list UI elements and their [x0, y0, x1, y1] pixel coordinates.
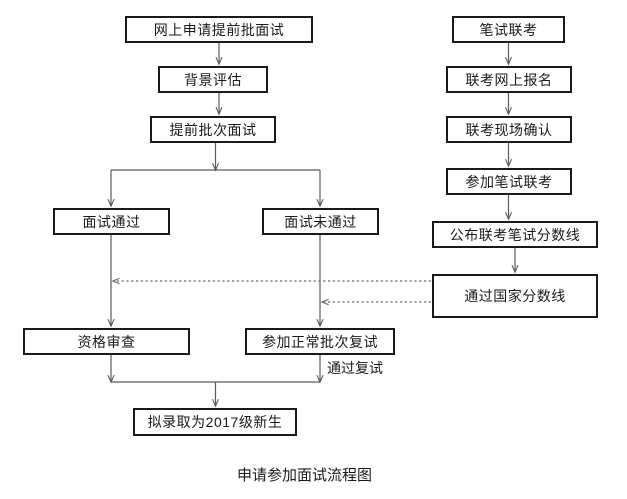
node-label: 面试未通过	[284, 213, 357, 230]
node-publish-score-line[interactable]: 公布联考笔试分数线	[432, 221, 598, 248]
node-early-batch-interview[interactable]: 提前批次面试	[150, 116, 276, 143]
diagram-caption: 申请参加面试流程图	[237, 467, 373, 484]
node-online-application[interactable]: 网上申请提前批面试	[125, 16, 313, 43]
node-label: 参加正常批次复试	[262, 333, 378, 350]
node-interview-passed[interactable]: 面试通过	[53, 208, 170, 235]
node-written-joint-exam[interactable]: 笔试联考	[452, 16, 565, 43]
node-label: 联考网上报名	[465, 71, 553, 88]
node-take-written-joint-exam[interactable]: 参加笔试联考	[446, 168, 572, 195]
node-label: 网上申请提前批面试	[153, 21, 285, 38]
node-joint-exam-onsite-confirmation[interactable]: 联考现场确认	[446, 116, 572, 143]
node-normal-batch-retest[interactable]: 参加正常批次复试	[245, 328, 395, 355]
node-background-assessment[interactable]: 背景评估	[158, 66, 268, 93]
edge-label-pass-retest: 通过复试	[327, 360, 383, 376]
node-joint-exam-online-registration[interactable]: 联考网上报名	[446, 66, 572, 93]
node-interview-failed[interactable]: 面试未通过	[262, 208, 379, 235]
node-label: 笔试联考	[479, 21, 538, 38]
node-label: 拟录取为2017级新生	[147, 414, 283, 430]
node-label: 资格审查	[77, 333, 136, 350]
node-label: 参加笔试联考	[465, 173, 553, 190]
node-admitted-2017-freshman[interactable]: 拟录取为2017级新生	[133, 408, 297, 436]
node-label: 公布联考笔试分数线	[449, 226, 581, 243]
node-label: 联考现场确认	[465, 121, 553, 138]
node-qualification-review[interactable]: 资格审查	[23, 328, 190, 355]
node-label: 通过国家分数线	[464, 288, 566, 304]
node-label: 提前批次面试	[169, 121, 257, 138]
node-pass-national-score-line[interactable]: 通过国家分数线	[432, 274, 598, 318]
node-label: 背景评估	[184, 71, 242, 88]
node-label: 面试通过	[82, 213, 141, 230]
